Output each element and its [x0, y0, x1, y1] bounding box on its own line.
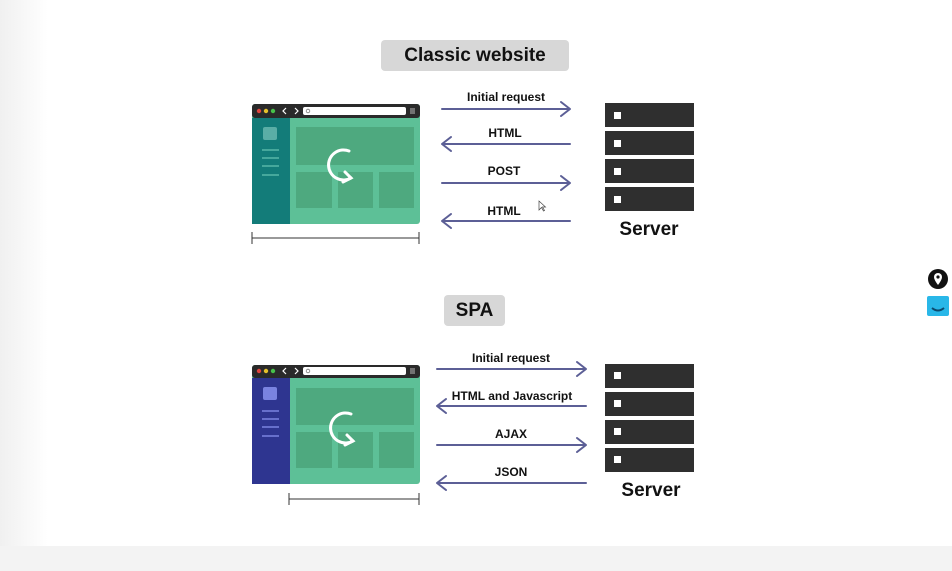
classic-arrow-right-2 — [441, 175, 571, 191]
classic-arrow-left-2 — [441, 213, 571, 229]
search-icon — [305, 368, 311, 374]
forward-chevron-icon — [294, 367, 299, 375]
spa-arrow-label-2: HTML and Javascript — [451, 389, 573, 403]
classic-arrow-label-4: HTML — [487, 204, 521, 218]
classic-browser-illustration — [251, 104, 420, 244]
classic-arrow-right-1 — [441, 101, 571, 117]
reload-icon — [329, 411, 356, 447]
left-page-edge — [0, 0, 48, 546]
server-icon — [605, 103, 694, 211]
classic-arrow-label-2: HTML — [488, 126, 522, 140]
classic-title: Classic website — [381, 40, 569, 71]
spa-browser-illustration — [252, 365, 420, 505]
forward-chevron-icon — [294, 107, 299, 115]
classic-arrow-label-1: Initial request — [466, 90, 546, 104]
menu-icon — [410, 108, 415, 114]
bottom-band — [0, 546, 952, 571]
back-chevron-icon — [282, 367, 287, 375]
cursor-icon — [538, 200, 547, 212]
location-pin-icon[interactable] — [926, 268, 950, 290]
spa-server-label: Server — [621, 480, 681, 501]
spa-arrow-right-1 — [436, 361, 587, 377]
widget-icon[interactable] — [926, 295, 950, 317]
server-icon — [605, 364, 694, 472]
spa-arrow-left-2 — [436, 475, 587, 491]
search-icon — [305, 108, 311, 114]
spa-arrow-label-3: AJAX — [494, 427, 528, 441]
classic-arrow-label-3: POST — [487, 164, 521, 178]
reload-icon — [327, 148, 354, 184]
spa-arrow-left-1 — [436, 398, 587, 414]
spa-arrow-label-1: Initial request — [471, 351, 551, 365]
classic-arrow-left-1 — [441, 136, 571, 152]
menu-icon — [410, 368, 415, 374]
classic-server-label: Server — [619, 219, 679, 240]
back-chevron-icon — [282, 107, 287, 115]
spa-arrow-right-2 — [436, 437, 587, 453]
spa-title: SPA — [444, 295, 505, 326]
spa-arrow-label-4: JSON — [494, 465, 528, 479]
